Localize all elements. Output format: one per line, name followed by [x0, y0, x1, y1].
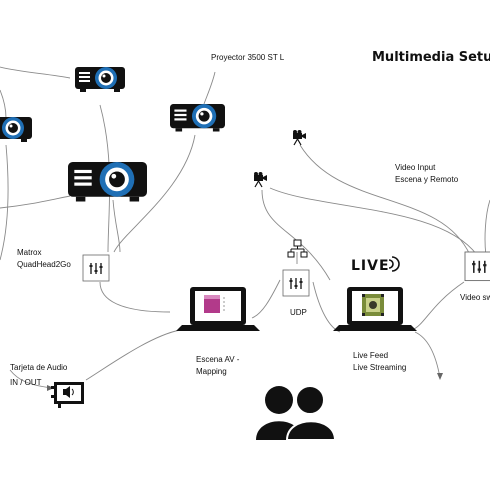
laptop-label: Live Feed	[353, 351, 388, 360]
matrox-label: Matrox	[17, 248, 41, 257]
laptop-sublabel: Mapping	[196, 367, 227, 376]
udp-label: UDP	[290, 308, 307, 317]
projector-icon	[170, 104, 225, 132]
projector-label: Proyector 3500 ST L	[211, 53, 285, 62]
laptop-icon	[176, 287, 260, 331]
connection-wires	[0, 66, 490, 391]
video-input-sublabel: Escena y Remoto	[395, 175, 459, 184]
network-icon	[287, 239, 308, 258]
video-input-label: Video Input	[395, 163, 436, 172]
projector-icon	[68, 162, 147, 202]
laptop-label: Escena AV -	[196, 355, 240, 364]
camera-icon	[253, 171, 268, 188]
live-icon: LIVE	[351, 256, 400, 274]
camera-icon	[292, 129, 307, 146]
audio-card-icon	[51, 382, 84, 408]
projector-icon	[75, 67, 125, 92]
video-switch-label: Video sw	[460, 293, 490, 302]
audio-card-sublabel: IN / OUT	[10, 378, 42, 387]
diagram-title: Multimedia Setu	[372, 50, 490, 65]
splitter-icon	[82, 254, 110, 282]
laptop-sublabel: Live Streaming	[353, 363, 406, 372]
live-badge-text: LIVE	[351, 258, 390, 274]
audio-card-label: Tarjeta de Audio	[10, 363, 68, 372]
projector-icon	[0, 117, 32, 142]
splitter-icon	[464, 251, 490, 282]
splitter-icon	[282, 269, 310, 297]
laptop-icon	[333, 287, 417, 331]
users-icon	[256, 385, 337, 441]
matrox-sublabel: QuadHead2Go	[17, 260, 71, 269]
